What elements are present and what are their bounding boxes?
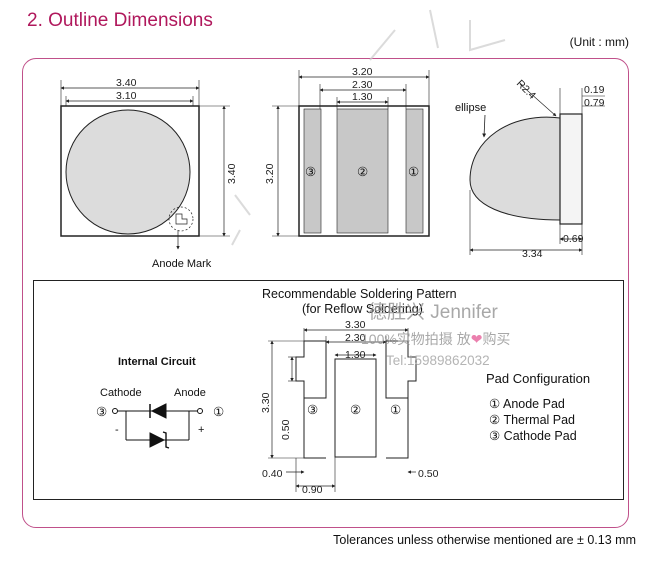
side-dim-total: 3.34 [522,248,543,260]
circuit-pin-right: ① [213,405,224,419]
solder-dim-center: 1.30 [345,349,366,361]
pad-config-thermal: ② Thermal Pad [489,413,576,427]
bottom-pad-3: ③ [305,165,316,179]
soldering-pattern [268,328,417,492]
drawing-frame [22,58,629,528]
solder-pad-2: ② [350,403,361,417]
bottom-width-center: 1.30 [352,91,373,103]
soldering-frame [33,280,624,500]
soldering-subtitle: (for Reflow Soldering) [302,302,423,316]
top-view [60,80,230,250]
solder-dim-total: 3.30 [345,319,366,331]
solder-pad-3: ③ [307,403,318,417]
heart-icon: ❤ [470,331,483,347]
bottom-width-mid: 2.30 [352,79,373,91]
circuit-pin-left: ③ [96,405,107,419]
pad-config-title: Pad Configuration [486,371,591,386]
anode-mark-label: Anode Mark [152,258,212,270]
top-width-inner: 3.10 [116,90,137,102]
top-height: 3.40 [226,163,238,184]
section-title: 2. Outline Dimensions [27,10,213,31]
bottom-pad-2: ② [357,165,368,179]
side-radius: R2.4 [514,78,538,102]
anode-label: Anode [174,387,206,399]
side-dim-a: 0.19 [584,84,605,96]
circuit-schematic [112,403,203,449]
circuit-minus: - [115,424,119,436]
pad-config-anode: ① Anode Pad [489,397,565,411]
bottom-width-total: 3.20 [352,66,373,78]
cathode-label: Cathode [100,387,142,399]
soldering-title: Recommendable Soldering Pattern [262,287,457,301]
watermark-tel: Tel:15989862032 [386,353,490,368]
solder-pad-1: ① [390,403,401,417]
solder-dim-left-w: 0.90 [302,484,323,496]
ellipse-label: ellipse [455,102,486,114]
unit-label: (Unit : mm) [569,35,629,49]
watermark-slogan-left: 100%实物拍摄 放 [361,331,471,347]
circuit-plus: + [198,424,204,436]
solder-dim-right: 0.50 [418,468,439,480]
watermark-strokes [231,9,506,246]
top-width-outer: 3.40 [116,77,137,89]
side-dim-b: 0.79 [584,97,605,109]
circuit-title: Internal Circuit [118,356,196,368]
solder-dim-mid: 2.30 [345,332,366,344]
bottom-height: 3.20 [264,163,276,184]
watermark-name: 德胜兴 Jennifer [368,302,498,323]
solder-dim-pad-h: 0.50 [280,419,292,440]
side-view [469,83,605,255]
watermark-slogan-right: 购买 [482,331,511,347]
side-dim-c: 0.69 [563,233,584,245]
bottom-view [272,70,430,237]
bottom-pad-1: ① [408,165,419,179]
tolerance-note: Tolerances unless otherwise mentioned ar… [333,533,636,547]
solder-dim-height: 3.30 [260,392,272,413]
watermark-slogan: 100%实物拍摄 放❤购买 [361,329,510,349]
pad-config-cathode: ③ Cathode Pad [489,429,577,443]
solder-dim-gap-left: 0.40 [262,468,283,480]
